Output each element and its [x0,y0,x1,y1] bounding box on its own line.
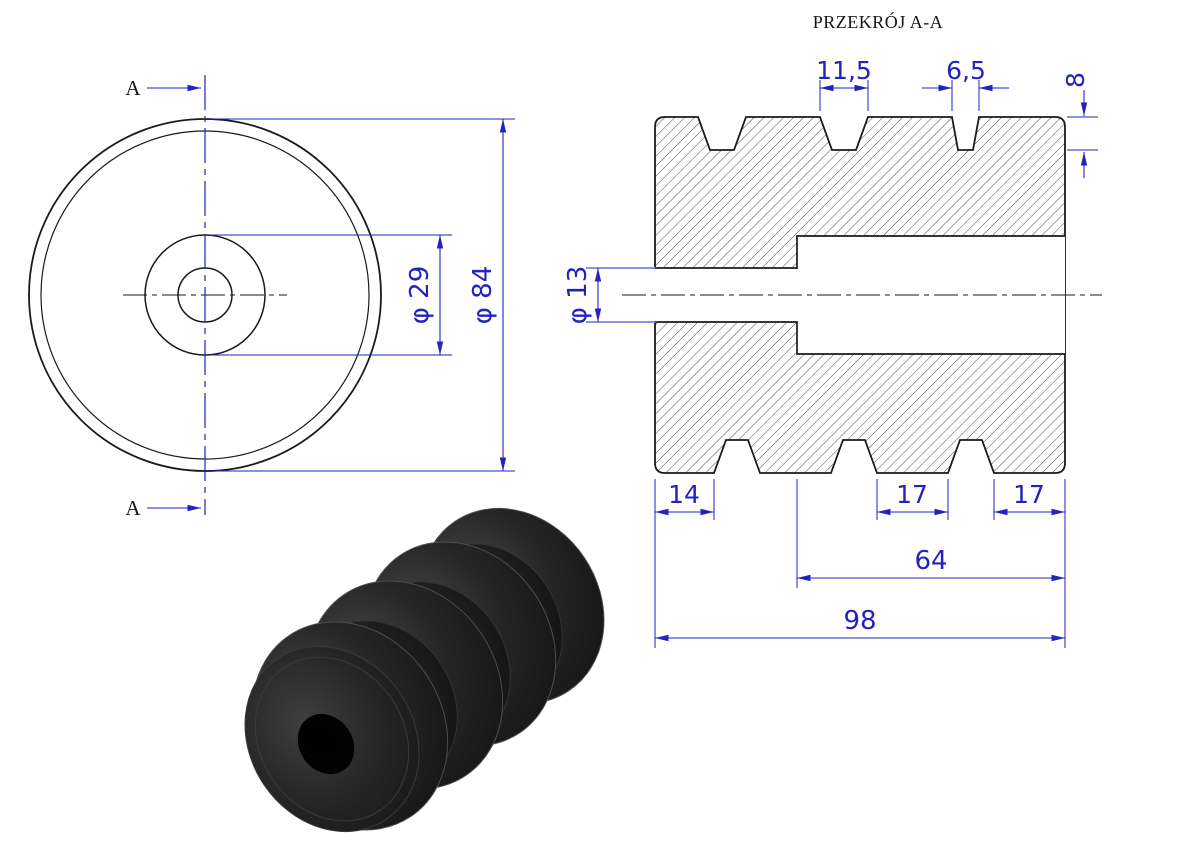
dim-value-dia84: φ 84 [468,266,498,325]
dim-dia-13: φ 13 [563,266,658,325]
dim-value-dia29: φ 29 [405,266,435,325]
section-letter-top: A [125,76,141,100]
center-hole [297,713,355,775]
dim-value-11-5: 11,5 [816,56,872,85]
preview-3d [244,507,605,833]
bore-outline [655,235,1065,355]
dim-pitch-17-a: 17 [876,479,949,520]
dim-value-17b: 17 [1013,480,1045,509]
dim-value-8: 8 [1061,72,1090,88]
dim-value-6-5: 6,5 [946,56,986,85]
dim-value-17a: 17 [896,480,928,509]
dim-groove-11-5: 11,5 [816,56,872,111]
dim-pitch-17-b: 17 [993,479,1066,648]
dim-value-64: 64 [914,546,947,576]
dim-offset-14: 14 [654,479,715,648]
dim-length-98: 98 [655,606,1065,642]
dim-length-64: 64 [796,479,1065,588]
dim-value-98: 98 [843,606,876,636]
dim-dia-84: φ 84 [210,118,515,472]
front-face-chamfer [254,656,410,822]
drawing-title: PRZEKRÓJ A-A [813,11,944,32]
section-cut-line: A A [125,75,206,520]
dim-groove-depth-8: 8 [1061,72,1098,178]
dim-value-14: 14 [668,480,700,509]
dim-groove-6-5: 6,5 [922,56,1009,111]
section-view [622,116,1102,474]
dim-value-dia13: φ 13 [563,266,593,325]
section-letter-bottom: A [125,496,141,520]
dim-dia-29: φ 29 [210,234,452,356]
